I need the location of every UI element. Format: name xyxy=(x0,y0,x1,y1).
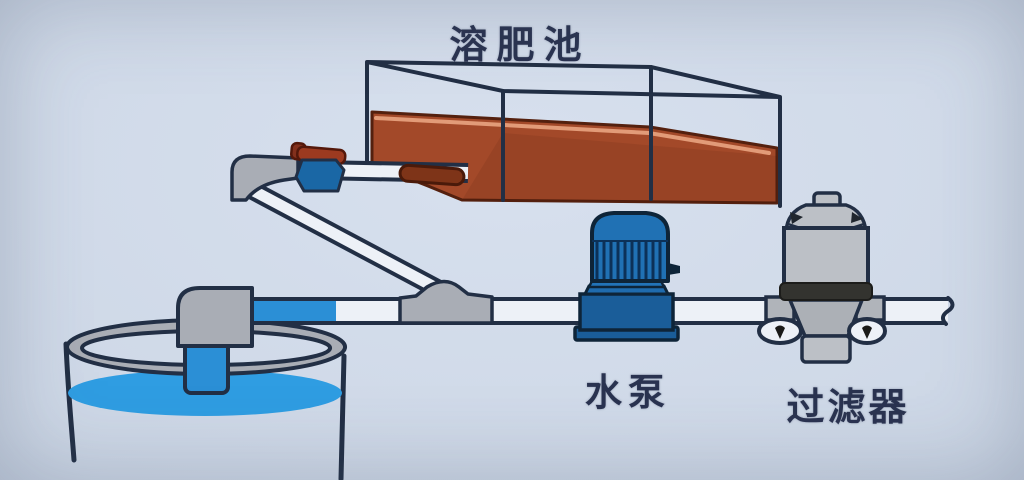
pipe-break-symbol xyxy=(941,296,955,326)
filter-foot xyxy=(800,334,852,364)
water-pump xyxy=(573,211,680,342)
filter-unit xyxy=(757,191,887,364)
filter-label: 过滤器 xyxy=(786,387,910,429)
filter-body xyxy=(782,226,870,290)
tank-liquid-shade xyxy=(462,133,777,203)
gauge-left-needle xyxy=(775,325,785,339)
pump-outlet-stub xyxy=(668,263,680,275)
pump-cooling-fins xyxy=(595,241,662,279)
gauge-right-needle xyxy=(862,325,872,339)
tank-frame xyxy=(365,60,782,208)
well-wall-right xyxy=(338,353,347,480)
fertilizer-valve xyxy=(290,141,347,193)
filter-clamp-band xyxy=(779,282,873,301)
suction-drop-pipe xyxy=(183,340,230,395)
fertilizer-suction-line xyxy=(247,159,469,299)
pressure-gauge-right xyxy=(847,317,887,345)
main-pipe-blue-segment xyxy=(252,301,336,321)
fertilizer-tank-label: 溶肥池 xyxy=(449,25,591,67)
water-pump-label: 水泵 xyxy=(585,372,671,413)
well-wall-left xyxy=(63,341,77,463)
diagonal-pipe xyxy=(249,185,443,295)
filter-dome xyxy=(784,203,868,234)
pressure-gauge-left xyxy=(757,317,803,345)
water-well xyxy=(63,318,348,480)
valve-body xyxy=(294,158,346,193)
pipe-tee-fitting xyxy=(398,279,494,325)
fertilizer-tank xyxy=(370,110,779,205)
tank-outlet-stub xyxy=(398,163,466,187)
well-elbow-fitting xyxy=(176,286,254,348)
pump-base xyxy=(578,292,675,332)
